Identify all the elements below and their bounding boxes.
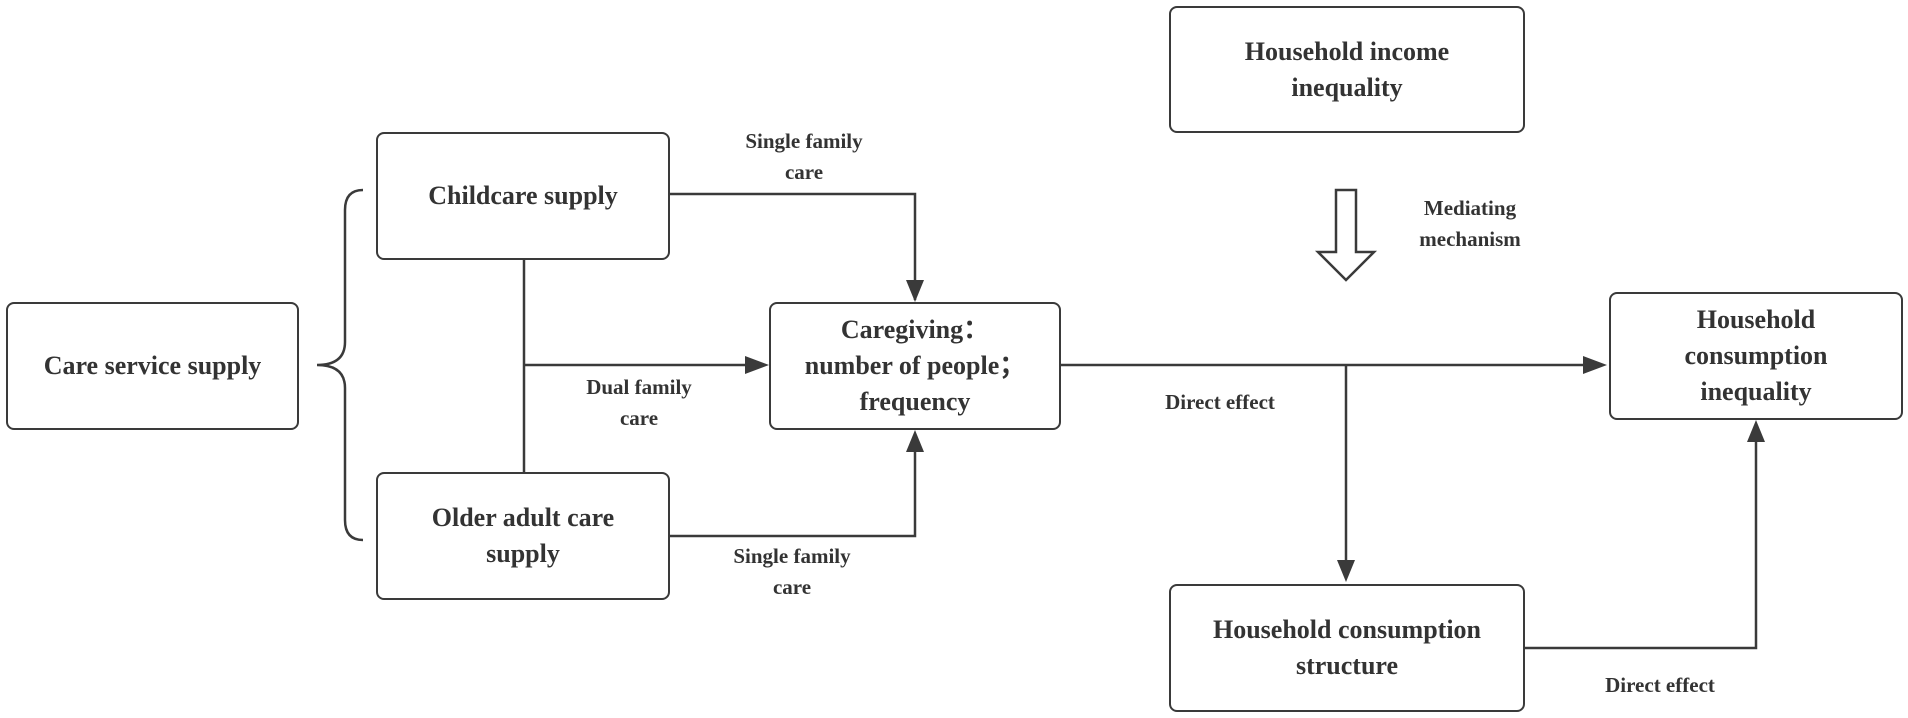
household-consumption-inequality-label-line1: Household [1696, 305, 1816, 334]
dual-care-to-caregiving-arrowhead [745, 356, 769, 374]
dual-family-care-line1: Dual family [586, 375, 692, 399]
caregiving-label-line3: frequency [859, 387, 971, 416]
single-family-care-bottom-line2: care [772, 575, 812, 599]
care-service-supply-label: Care service supply [43, 351, 262, 380]
childcare-supply-label: Childcare supply [428, 181, 618, 210]
direct-effect-main-text: Direct effect [1165, 390, 1275, 414]
household-consumption-structure-label-line2: structure [1295, 651, 1399, 680]
direct-effect-structure-label: Direct effect [1560, 670, 1760, 701]
structure-to-consumption-inequality-arrow [1524, 440, 1758, 650]
older-adult-care-supply-label-line2: supply [486, 539, 560, 568]
single-family-care-bottom-line1: Single family [733, 544, 851, 568]
mediating-mechanism-line2: mechanism [1419, 227, 1521, 251]
household-income-inequality-label-line1: Household income [1244, 36, 1450, 66]
single-family-care-bottom-label: Single family care [692, 541, 892, 603]
care-service-supply-box: Care service supply [6, 302, 299, 430]
caregiving-label-line2: number of people； [804, 351, 1026, 380]
mediating-mechanism-label: Mediating mechanism [1380, 193, 1560, 255]
older-care-to-caregiving-arrow [670, 450, 917, 538]
mediating-mechanism-line1: Mediating [1423, 196, 1517, 220]
household-consumption-inequality-label-line2: consumption [1684, 341, 1828, 370]
single-family-care-top-line1: Single family [745, 129, 863, 153]
single-family-care-top-line2: care [784, 160, 824, 184]
dual-family-care-line2: care [619, 406, 659, 430]
direct-effect-structure-text: Direct effect [1605, 673, 1715, 697]
structure-to-consumption-inequality-arrowhead [1747, 420, 1765, 442]
household-consumption-structure-label-line1: Household consumption [1212, 615, 1482, 644]
older-care-to-caregiving-arrowhead [906, 430, 924, 452]
branch-to-consumption-structure-arrowhead [1337, 560, 1355, 582]
household-consumption-inequality-label-line3: inequality [1700, 377, 1812, 406]
grouping-brace [316, 188, 364, 542]
childcare-supply-box: Childcare supply [376, 132, 670, 260]
caregiving-label-line1: Caregiving： [840, 315, 990, 344]
older-adult-care-supply-label-line1: Older adult care [431, 503, 615, 532]
dual-family-care-label: Dual family care [539, 372, 739, 434]
childcare-to-caregiving-arrow [670, 192, 917, 300]
household-consumption-structure-box: Household consumption structure [1169, 584, 1525, 712]
single-family-care-top-label: Single family care [704, 126, 904, 188]
childcare-to-caregiving-arrowhead [906, 280, 924, 302]
caregiving-to-consumption-inequality-arrowhead [1583, 356, 1607, 374]
household-consumption-inequality-box: Household consumption inequality [1609, 292, 1903, 420]
mediating-mechanism-hollow-arrow [1314, 188, 1378, 282]
caregiving-box: Caregiving： number of people； frequency [769, 302, 1061, 430]
household-income-inequality-box: Household income inequality [1169, 6, 1525, 133]
household-income-inequality-label-line2: inequality [1291, 72, 1403, 102]
direct-effect-main-label: Direct effect [1120, 387, 1320, 418]
older-adult-care-supply-box: Older adult care supply [376, 472, 670, 600]
